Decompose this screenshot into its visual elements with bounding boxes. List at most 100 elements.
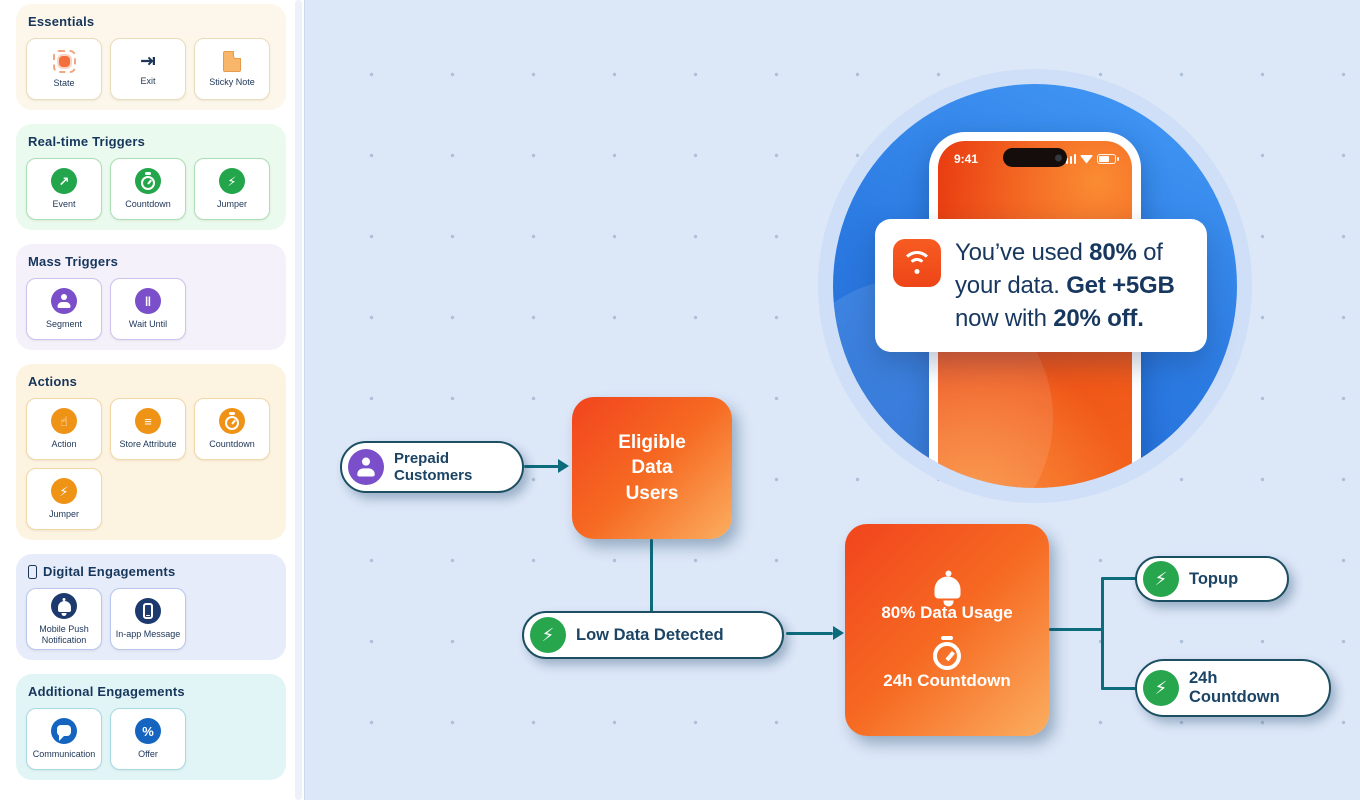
palette-item-countdown[interactable]: Countdown: [194, 398, 270, 460]
connector-branch-countdown: [1101, 687, 1137, 690]
panel-title-text: Real-time Triggers: [28, 134, 146, 149]
runner-icon: ⚡: [530, 617, 566, 653]
palette-item-jumper[interactable]: ⚡ Jumper: [194, 158, 270, 220]
sticky-note-icon: [223, 50, 241, 72]
palette-item-countdown[interactable]: Countdown: [110, 158, 186, 220]
stopwatch-icon: [933, 637, 961, 671]
palette-item-label: Countdown: [209, 439, 255, 450]
palette-item-label: Jumper: [48, 509, 79, 520]
panel-title: Actions: [28, 374, 276, 389]
dynamic-island: [1003, 148, 1067, 167]
panel-title: Mass Triggers: [28, 254, 276, 269]
palette-item-label: Sticky Note: [209, 76, 255, 87]
people-icon: [348, 449, 384, 485]
status-icons: [1061, 153, 1119, 164]
event-icon: ↗: [51, 168, 77, 195]
connector-branch-topup: [1101, 577, 1137, 580]
palette-item-action[interactable]: ☝Action: [26, 398, 102, 460]
palette-item-label: Store Attribute: [119, 439, 177, 450]
palette-item-label: State: [53, 77, 75, 88]
palette-item-label: Exit: [140, 75, 156, 86]
palette-item-store-attribute[interactable]: ≡ Store Attribute: [110, 398, 186, 460]
notification-text: You’ve used 80% of your data. Get +5GB n…: [955, 236, 1175, 335]
panel-title-text: Actions: [28, 374, 78, 389]
phone-icon: [28, 564, 37, 579]
exit-icon: ⇥: [140, 50, 156, 72]
palette-item-label: Event: [52, 199, 76, 210]
panel-title: Essentials: [28, 14, 276, 29]
node-label: 24h Countdown: [883, 671, 1011, 690]
connector-branch-vertical: [1101, 577, 1104, 690]
palette-item-mobile-push-notification[interactable]: Mobile Push Notification: [26, 588, 102, 650]
palette-item-in-app-message[interactable]: In-app Message: [110, 588, 186, 650]
arrowhead: [558, 459, 569, 473]
action-icon: ☝: [51, 408, 77, 435]
palette-item-communication[interactable]: Communication: [26, 708, 102, 770]
arrowhead: [833, 626, 844, 640]
node-eligible-data-users[interactable]: Eligible Data Users: [572, 397, 732, 539]
palette-item-label: Jumper: [216, 199, 247, 210]
notification-card: You’ve used 80% of your data. Get +5GB n…: [875, 219, 1207, 352]
palette-item-offer[interactable]: %Offer: [110, 708, 186, 770]
palette-item-exit[interactable]: ⇥ Exit: [110, 38, 186, 100]
panel-title-text: Additional Engagements: [28, 684, 185, 699]
bell-icon: [934, 569, 960, 603]
node-prepaid-customers[interactable]: Prepaid Customers: [340, 441, 524, 493]
segment-icon: [51, 288, 77, 315]
connector-eligible-lowdata: [650, 539, 653, 612]
palette-grid: State ⇥ Exit Sticky Note: [26, 38, 276, 100]
palette-item-jumper[interactable]: ⚡Jumper: [26, 468, 102, 530]
notification-line-2: your data. Get +5GB: [955, 272, 1175, 299]
palette-item-segment[interactable]: Segment: [26, 278, 102, 340]
node-usage-countdown[interactable]: 80% Data Usage 24h Countdown: [845, 524, 1049, 736]
panel-title: Real-time Triggers: [28, 134, 276, 149]
battery-icon: [1097, 154, 1119, 164]
runner-icon: ⚡: [1143, 670, 1179, 706]
node-label-line: Data: [631, 457, 673, 479]
palette-grid: ↗ Event Countdown ⚡ Jumper: [26, 158, 276, 220]
offer-icon: %: [135, 718, 161, 745]
jumper-icon: ⚡: [219, 168, 245, 195]
flow-canvas[interactable]: 9:41 You’ve used 80% of your: [305, 0, 1360, 800]
panel-title-text: Digital Engagements: [43, 564, 176, 579]
panel-actions: Actions ☝Action ≡ Store Attribute Countdown ⚡…: [16, 364, 286, 540]
status-time: 9:41: [954, 152, 979, 166]
palette-item-label: Communication: [32, 749, 96, 760]
node-label: 24h Countdown: [1189, 669, 1280, 706]
in-app-message-icon: [135, 598, 161, 625]
connector-prepaid-eligible: [524, 465, 560, 468]
store-attribute-icon: ≡: [135, 408, 161, 435]
node-low-data-detected[interactable]: ⚡ Low Data Detected: [522, 611, 784, 659]
palette-item-state[interactable]: State: [26, 38, 102, 100]
palette-item-event[interactable]: ↗ Event: [26, 158, 102, 220]
panel-title-text: Essentials: [28, 14, 95, 29]
panel-real-time-triggers: Real-time Triggers ↗ Event Countdown ⚡ Jumper: [16, 124, 286, 230]
communication-icon: [51, 718, 77, 745]
countdown-icon: [219, 408, 245, 435]
panel-title: Additional Engagements: [28, 684, 276, 699]
node-label-line: Eligible: [618, 432, 686, 454]
palette-item-label: In-app Message: [115, 629, 181, 640]
node-label-line: Users: [625, 482, 679, 504]
node-label: Prepaid Customers: [394, 449, 473, 484]
panel-title: Digital Engagements: [28, 564, 276, 579]
palette-item-sticky-note[interactable]: Sticky Note: [194, 38, 270, 100]
palette-grid: Communication %Offer: [26, 708, 276, 770]
palette-item-label: Wait Until: [128, 319, 168, 330]
palette-grid: Segment‖Wait Until: [26, 278, 276, 340]
palette-grid: Mobile Push Notification In-app Message: [26, 588, 276, 650]
palette-item-wait-until[interactable]: ‖Wait Until: [110, 278, 186, 340]
node-24h-countdown[interactable]: ⚡ 24h Countdown: [1135, 659, 1331, 717]
node-topup[interactable]: ⚡ Topup: [1135, 556, 1289, 602]
palette-item-label: Mobile Push Notification: [39, 623, 89, 645]
sidebar-scrollbar[interactable]: [295, 0, 302, 800]
countdown-icon: [135, 168, 161, 195]
wifi-status-icon: [1080, 154, 1093, 164]
connector-lowdata-usage: [786, 632, 833, 635]
